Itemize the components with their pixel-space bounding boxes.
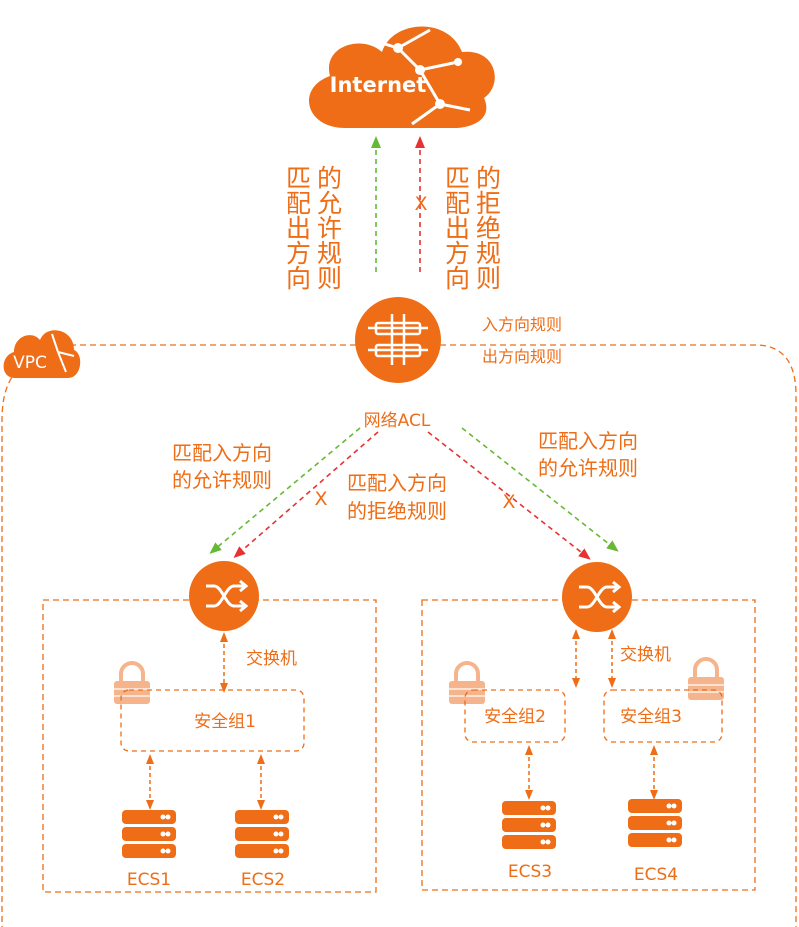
ecs3-server-icon: [502, 801, 556, 849]
inbound-deny-mark-right: X: [502, 491, 515, 513]
network-acl-icon: [355, 297, 441, 383]
outbound-allow-col-left: 匹配出方向: [283, 165, 312, 290]
security-group-2-label: 安全组2: [484, 707, 546, 727]
inbound-deny-right-arrow: [427, 431, 591, 560]
inbound-allow-left-arrow: [209, 427, 361, 554]
security-group-1-box: [120, 689, 305, 752]
inbound-deny-left-arrow: [233, 431, 379, 558]
inbound-allow-right-line2: 的允许规则: [538, 456, 638, 480]
outbound-allow-label: 匹配出方向 的允许规则: [283, 165, 343, 290]
right-switch-icon: [562, 562, 632, 632]
internet-label: Internet: [330, 73, 427, 97]
ecs2-server-icon: [235, 810, 289, 858]
inbound-allow-left-line2: 的允许规则: [172, 468, 272, 492]
inbound-deny-line2: 的拒绝规则: [347, 499, 447, 523]
outbound-deny-col-left: 匹配出方向: [442, 165, 471, 290]
outbound-allow-col-right: 的允许规则: [314, 165, 343, 290]
outbound-deny-col-right: 的拒绝规则: [473, 165, 502, 290]
ecs1-label: ECS1: [127, 870, 171, 890]
inbound-deny-mark-left: X: [314, 488, 327, 510]
security-group-3-label: 安全组3: [620, 707, 682, 727]
right-subnet-box: [421, 599, 756, 891]
inbound-allow-left-line1: 匹配入方向: [172, 441, 272, 465]
inbound-allow-right-line1: 匹配入方向: [538, 429, 638, 453]
security-group-1-label: 安全组1: [194, 712, 256, 732]
vpc-cloud-icon: [3, 330, 81, 378]
ecs2-label: ECS2: [241, 870, 285, 890]
sg2-lock-icon: [449, 661, 485, 704]
left-subnet-box: [42, 599, 377, 893]
right-switch-label: 交换机: [620, 645, 671, 665]
ecs1-server-icon: [122, 810, 176, 858]
ecs3-label: ECS3: [508, 862, 552, 882]
acl-in-rules-label: 入方向规则: [482, 315, 562, 334]
acl-label: 网络ACL: [364, 411, 431, 431]
internet-cloud-icon: [309, 26, 495, 128]
sg3-lock-icon: [688, 657, 724, 700]
ecs4-label: ECS4: [634, 865, 678, 885]
left-lock-icon: [114, 661, 150, 704]
ecs4-server-icon: [628, 799, 682, 847]
left-switch-icon: [189, 561, 259, 631]
inbound-deny-line1: 匹配入方向: [347, 471, 447, 495]
outbound-deny-label: 匹配出方向 的拒绝规则: [442, 165, 502, 290]
outbound-deny-mark: X: [414, 193, 427, 215]
vpc-label: VPC: [13, 353, 47, 373]
acl-out-rules-label: 出方向规则: [482, 347, 562, 366]
left-switch-label: 交换机: [246, 649, 297, 669]
